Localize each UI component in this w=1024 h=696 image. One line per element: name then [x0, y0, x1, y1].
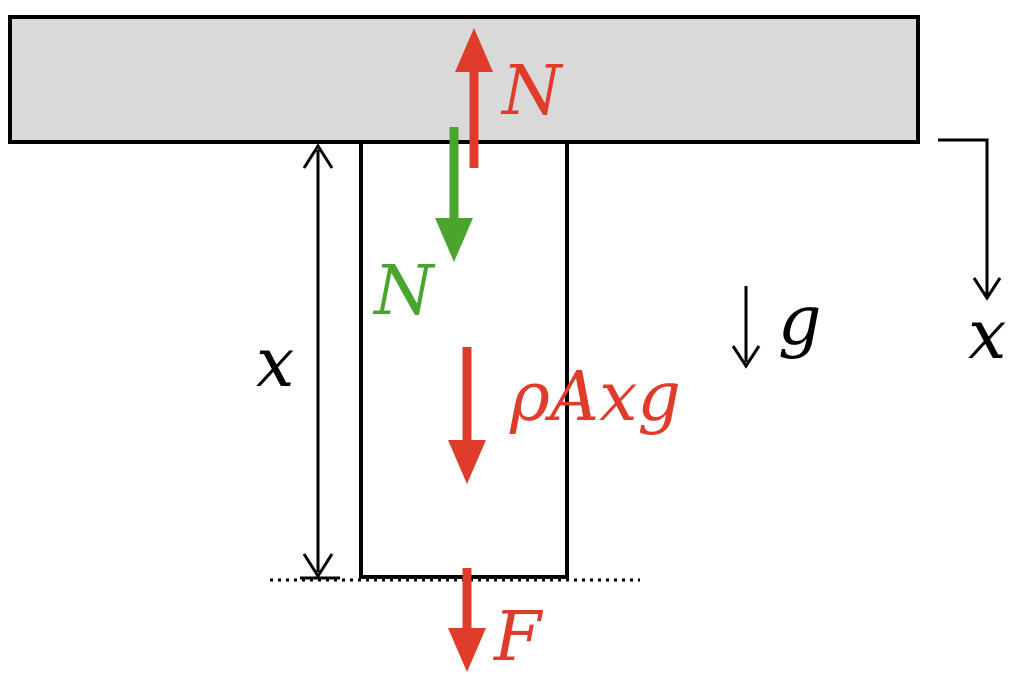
gravity-arrow-head: [731, 345, 761, 369]
ceiling-slab: [8, 15, 920, 144]
axis-label: x: [968, 296, 1006, 375]
top-force-label: N: [500, 52, 564, 131]
weight-label: ρAxg: [509, 358, 681, 437]
length-label: x: [256, 324, 294, 403]
length-arrow-bottom-head: [302, 553, 334, 579]
length-arrow-top-head: [302, 143, 334, 169]
top-force-arrow-head: [455, 28, 493, 72]
axis-arrow: [938, 138, 989, 296]
reaction-force-arrow-head: [435, 218, 473, 262]
bottom-force-label: F: [492, 598, 544, 677]
reaction-force-label: N: [372, 252, 436, 331]
gravity-label: g: [778, 282, 822, 361]
axis-arrow-head: [972, 277, 1002, 301]
bottom-force-arrow-head: [448, 628, 486, 672]
weight-arrow-head: [448, 440, 486, 484]
